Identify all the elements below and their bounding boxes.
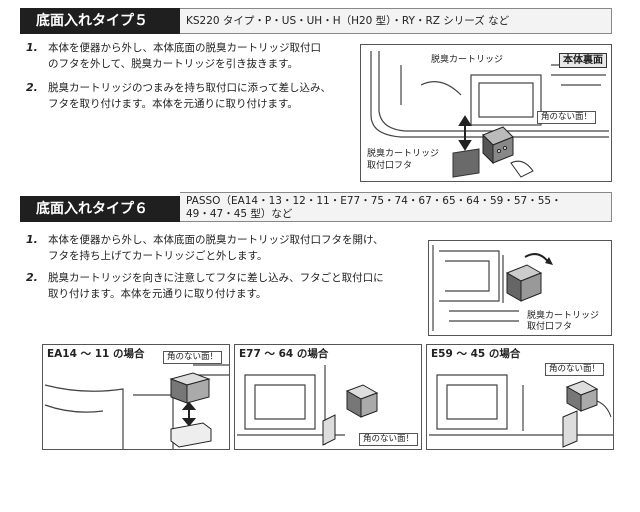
lid-label-line2: 取付口フタ [527,322,573,332]
section6-models-line1: PASSO（EA14・13・12・11・E77・75・74・67・65・64・5… [186,195,562,207]
step-text-line1: 本体を便器から外し、本体底面の脱臭カートリッジ取付口 [48,42,321,54]
no-corner-callout: 角のない面！ [537,111,597,124]
case-e77-64: E77 ～ 64 の場合 角のない面！ [234,344,422,450]
case-illustration [237,365,379,446]
no-corner-callout: 角のない面！ [163,351,223,364]
section6-title: 底面入れタイプ６ [20,196,180,222]
section6-models-line2: 49・47・45 型）など [186,208,293,220]
lid-label-line2: 取付口フタ [367,161,413,171]
case-title: E59 ～ 45 の場合 [431,347,521,361]
section5-step-1: 1. 本体を便器から外し、本体底面の脱臭カートリッジ取付口 のフタを外して、脱臭… [26,40,356,74]
section5-step-2: 2. 脱臭カートリッジのつまみを持ち取付口に添って差し込み、 フタを取り付けます… [26,80,356,114]
case-e59-45: E59 ～ 45 の場合 角のない面！ [426,344,614,450]
lid-label-line1: 脱臭カートリッジ [367,149,440,159]
case-illustration [44,364,229,449]
section5-title: 底面入れタイプ５ [20,8,180,34]
section6-models: PASSO（EA14・13・12・11・E77・75・74・67・65・64・5… [180,192,612,222]
step-text-line1: 脱臭カートリッジのつまみを持ち取付口に添って差し込み、 [48,82,331,94]
underside-label: 本体裏面 [559,53,607,68]
section6-figure: 脱臭カートリッジ 取付口フタ [428,240,612,336]
case-title: EA14 ～ 11 の場合 [47,347,145,361]
step-text-line2: フタを持ち上げてカートリッジごと外します。 [48,250,268,262]
no-corner-callout: 角のない面！ [545,363,605,376]
step-number: 2. [26,271,38,284]
section5-models: KS220 タイプ・P・US・UH・H（H20 型）・RY・RZ シリーズ など [180,8,612,34]
step-text-line1: 脱臭カートリッジを向きに注意してフタに差し込み、フタごと取付口に [48,272,384,284]
lid-label-line1: 脱臭カートリッジ [527,311,600,321]
cartridge-label: 脱臭カートリッジ [431,55,504,65]
step-text-line2: のフタを外して、脱臭カートリッジを引き抜きます。 [48,58,299,70]
case-illustration [429,374,613,448]
step-number: 1. [26,233,38,246]
lid-open-illustration [432,245,553,331]
case-ea14-11: EA14 ～ 11 の場合 角のない面！ [42,344,230,450]
section6-step-1: 1. 本体を便器から外し、本体底面の脱臭カートリッジ取付口フタを開け、 フタを持… [26,232,416,266]
step-number: 1. [26,41,38,54]
toilet-underside-illustration [370,51,609,178]
step-text-line2: 取り付けます。本体を元通りに取り付けます。 [48,288,267,300]
step-number: 2. [26,81,38,94]
no-corner-callout: 角のない面！ [359,433,419,446]
step-text-line2: フタを取り付けます。本体を元通りに取り付けます。 [48,98,298,110]
section6-step-2: 2. 脱臭カートリッジを向きに注意してフタに差し込み、フタごと取付口に 取り付け… [26,270,416,304]
section5-figure: 本体裏面 脱臭カートリッジ 角のない面！ 脱臭カートリッジ 取付口フタ [360,44,612,182]
step-text-line1: 本体を便器から外し、本体底面の脱臭カートリッジ取付口フタを開け、 [48,234,384,246]
case-title: E77 ～ 64 の場合 [239,347,329,361]
